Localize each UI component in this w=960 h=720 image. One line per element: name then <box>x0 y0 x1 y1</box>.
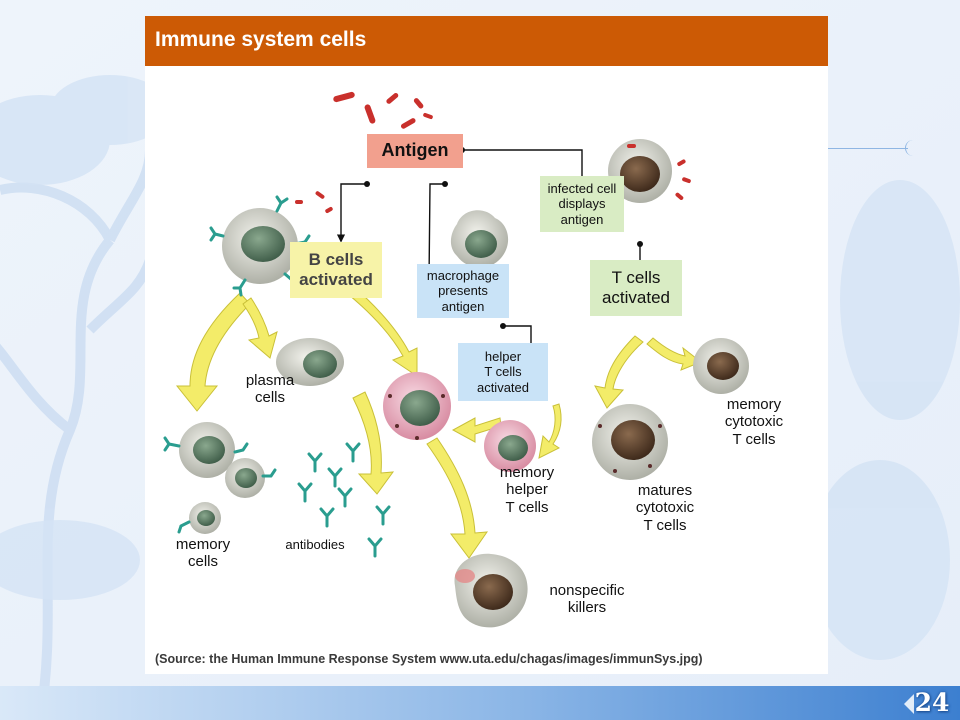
matures-cytotoxic-t-cell <box>592 404 668 480</box>
infected-cell-box: infected cell displays antigen <box>540 176 624 232</box>
footer-bar <box>0 686 960 720</box>
immune-diagram-figure: Immune system cells <box>145 16 828 674</box>
decorative-line <box>828 148 908 149</box>
memory-cytotoxic-label: memory cytotoxic T cells <box>724 396 784 448</box>
antigen-box: Antigen <box>367 134 463 168</box>
helper-t-cell <box>383 372 451 440</box>
plasma-cells-label: plasma cells <box>245 372 295 407</box>
b-cell <box>209 191 333 297</box>
b-cells-activated-box: B cells activated <box>290 242 382 298</box>
figure-title: Immune system cells <box>155 28 367 51</box>
antibodies <box>297 442 391 558</box>
memory-b-cells <box>163 422 277 534</box>
chevron-left-icon <box>904 694 914 714</box>
diagram-canvas <box>163 91 749 628</box>
t-cells-activated-box: T cells activated <box>590 260 682 316</box>
helper-t-cells-box: helper T cells activated <box>458 343 548 401</box>
source-caption: (Source: the Human Immune Response Syste… <box>155 652 703 666</box>
plasma-cell <box>276 338 344 386</box>
nonspecific-killer-cell <box>454 553 528 628</box>
memory-cytotoxic-t-cell <box>693 338 749 394</box>
memory-helper-label: memory helper T cells <box>499 464 555 516</box>
infected-cell <box>608 139 691 203</box>
figure-header: Immune system cells <box>145 16 828 66</box>
macrophage-cell <box>450 210 509 268</box>
memory-helper-t-cell <box>484 420 536 472</box>
matures-cytotoxic-label: matures cytotoxic T cells <box>635 482 695 534</box>
page-number: 24 <box>914 688 950 717</box>
macrophage-box: macrophage presents antigen <box>417 264 509 318</box>
decorative-bracket <box>905 140 914 156</box>
antibodies-label: antibodies <box>285 537 345 552</box>
memory-cells-label: memory cells <box>175 536 231 571</box>
nonspecific-killers-label: nonspecific killers <box>549 582 625 617</box>
